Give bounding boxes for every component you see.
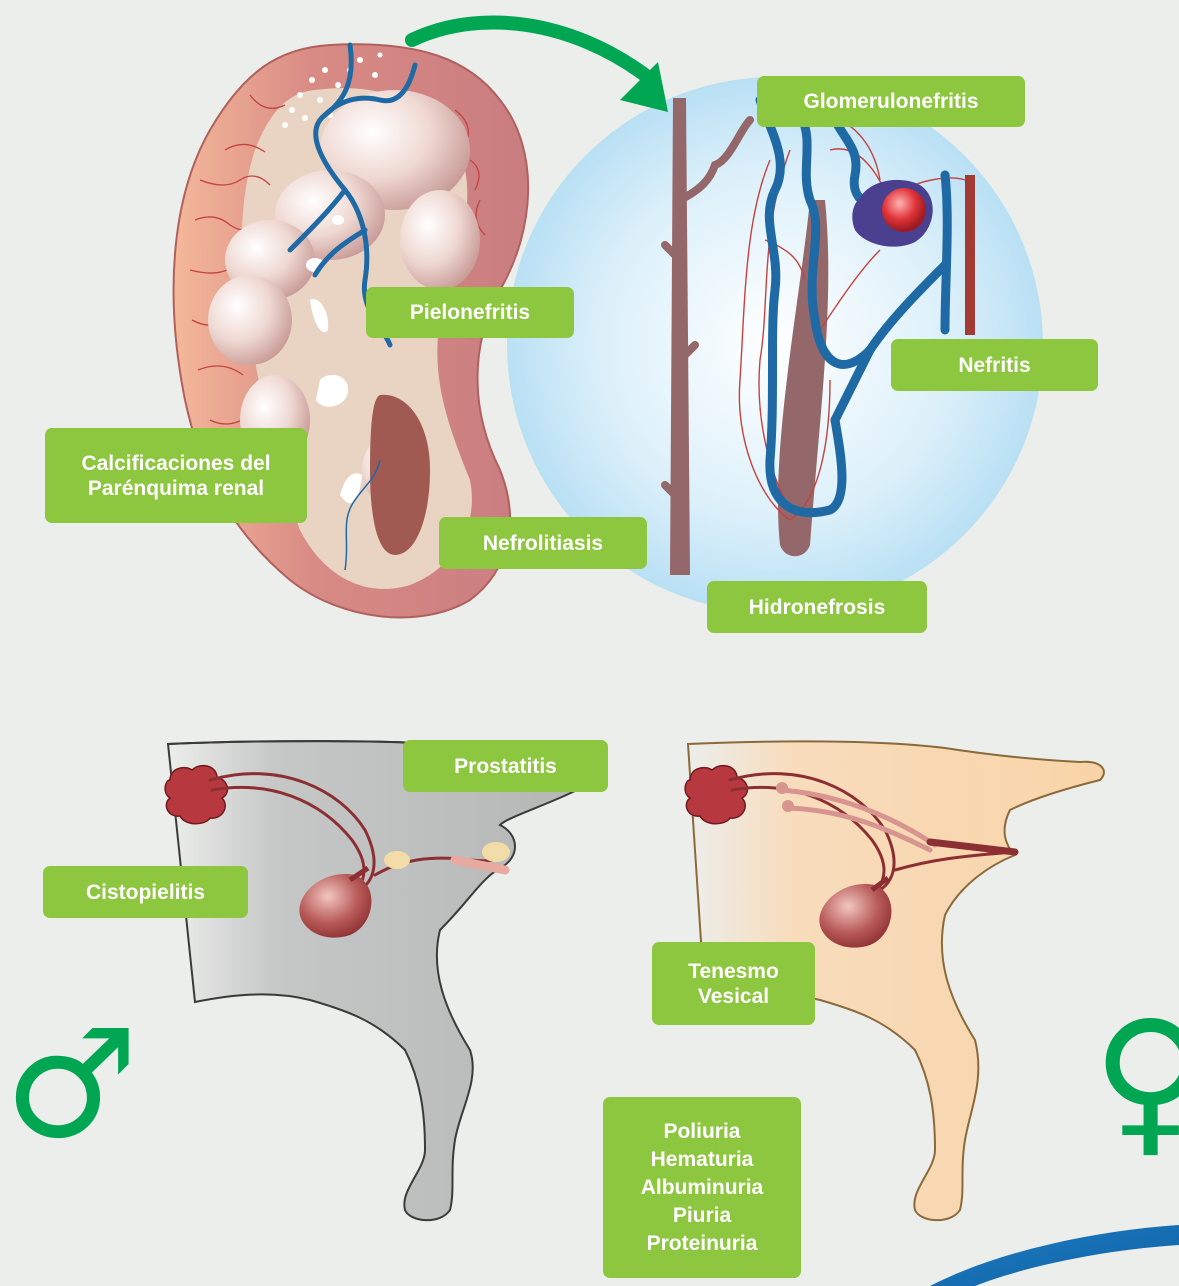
label-pielonefritis: Pielonefritis (366, 287, 574, 338)
label-prostatitis: Prostatitis (403, 740, 608, 792)
female-symbol-icon: ♀ (1092, 1000, 1179, 1160)
label-nefrolitiasis: Nefrolitiasis (439, 517, 647, 569)
label-calcificaciones: Calcificaciones del Parénquima renal (45, 428, 307, 523)
male-symbol-icon: ♂ (4, 1010, 138, 1160)
male-dog (165, 741, 598, 1220)
label-nefritis: Nefritis (891, 339, 1098, 391)
corner-swoosh (930, 1225, 1179, 1286)
label-tenesmo-vesical: Tenesmo Vesical (652, 942, 815, 1025)
label-signos-urinarios: Poliuria Hematuria Albuminuria Piuria Pr… (603, 1097, 801, 1278)
label-hidronefrosis: Hidronefrosis (707, 581, 927, 633)
label-glomerulonefritis: Glomerulonefritis (757, 76, 1025, 127)
label-cistopielitis: Cistopielitis (43, 866, 248, 918)
